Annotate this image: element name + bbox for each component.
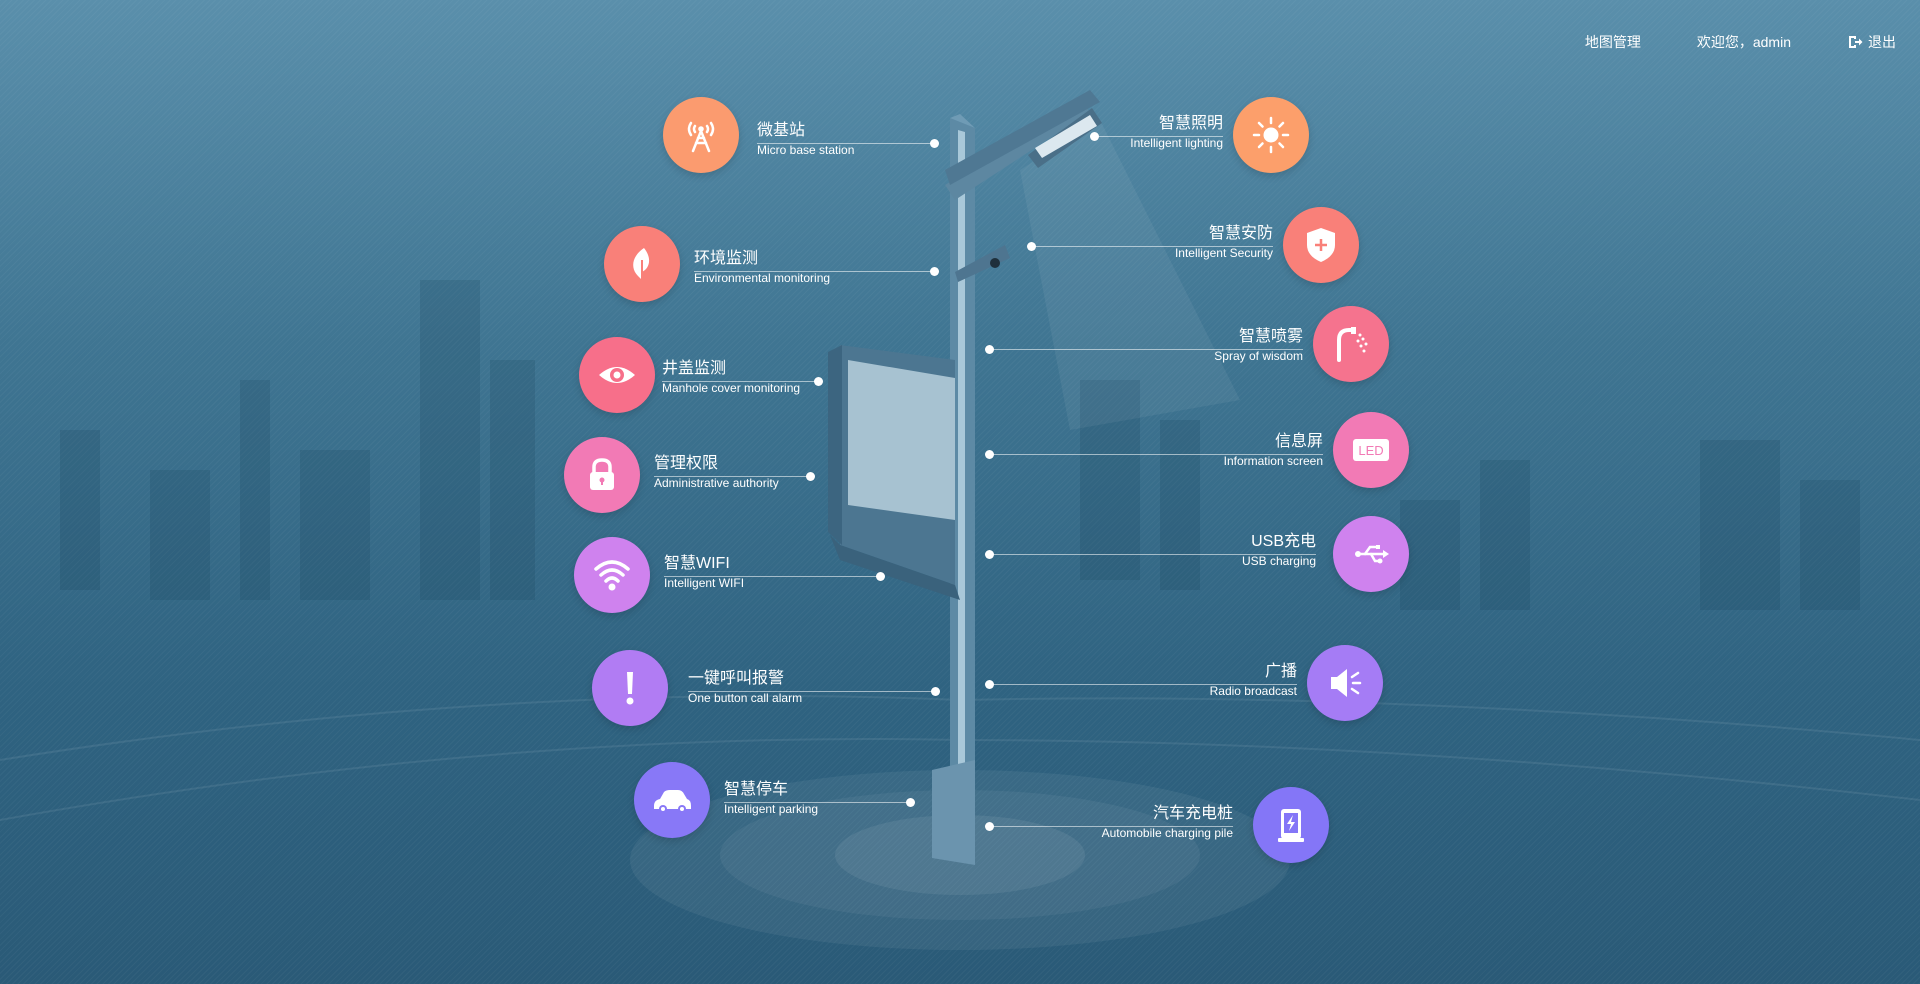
led-icon: LED (1333, 412, 1409, 488)
feature-subtitle: Administrative authority (654, 476, 779, 490)
logout-icon (1849, 36, 1863, 48)
car-icon (634, 762, 710, 838)
feature-subtitle: Intelligent WIFI (664, 576, 745, 590)
feature-title: 一键呼叫报警 (688, 670, 785, 687)
connector-dot (930, 267, 939, 276)
logout-button[interactable]: 退出 (1847, 32, 1896, 52)
connector-dot (931, 687, 940, 696)
charging-pile-icon (1253, 787, 1329, 863)
connector-line (991, 349, 1303, 350)
lock-icon (564, 437, 640, 513)
logout-label: 退出 (1868, 34, 1896, 50)
shower-icon (1313, 306, 1389, 382)
connector-line (1033, 246, 1273, 247)
feature-title: USB充电 (1251, 533, 1316, 550)
usb-icon (1333, 516, 1409, 592)
wifi-icon (574, 537, 650, 613)
feature-subtitle: Environmental monitoring (694, 271, 831, 285)
feature-title: 井盖监测 (662, 360, 727, 377)
connector-dot (1090, 132, 1099, 141)
feature-title: 管理权限 (654, 455, 719, 472)
svg-text:LED: LED (1358, 443, 1383, 458)
connector-line (664, 576, 881, 577)
feature-subtitle: Manhole cover monitoring (662, 381, 801, 395)
connector-line (991, 826, 1233, 827)
connector-dot (985, 345, 994, 354)
feature-title: 智慧照明 (1158, 115, 1223, 132)
connector-line (991, 554, 1316, 555)
feature-title: 智慧停车 (724, 781, 789, 798)
connector-dot (985, 822, 994, 831)
feature-subtitle: Radio broadcast (1209, 684, 1297, 698)
feature-subtitle: Intelligent lighting (1130, 136, 1223, 150)
connector-line (757, 143, 934, 144)
connector-line (694, 271, 934, 272)
connector-line (724, 802, 911, 803)
connector-dot (814, 377, 823, 386)
connector-dot (1027, 242, 1036, 251)
feature-title: 智慧安防 (1208, 225, 1273, 242)
feature-title: 智慧WIFI (664, 555, 730, 572)
feature-subtitle: Intelligent Security (1174, 246, 1273, 260)
connector-dot (985, 450, 994, 459)
connector-line (662, 381, 819, 382)
feature-subtitle: Automobile charging pile (1101, 826, 1233, 840)
map-management-link[interactable]: 地图管理 (1584, 34, 1641, 50)
feature-subtitle: Information screen (1223, 454, 1323, 468)
exclamation-icon (592, 650, 668, 726)
connector-line (991, 454, 1323, 455)
connector-dot (876, 572, 885, 581)
connector-dot (806, 472, 815, 481)
connector-line (991, 684, 1297, 685)
feature-subtitle: Intelligent parking (724, 802, 819, 816)
tower-icon (663, 97, 739, 173)
top-nav: 地图管理 欢迎您，admin 退出 (1585, 32, 1896, 52)
connector-dot (985, 680, 994, 689)
speaker-icon (1307, 645, 1383, 721)
feature-subtitle: Micro base station (757, 143, 855, 157)
feature-title: 信息屏 (1274, 433, 1323, 450)
connector-line (654, 476, 812, 477)
connector-dot (930, 139, 939, 148)
feature-title: 广播 (1264, 663, 1297, 680)
feature-title: 智慧喷雾 (1238, 328, 1303, 345)
leaf-icon (604, 226, 680, 302)
sun-icon (1233, 97, 1309, 173)
connector-dot (906, 798, 915, 807)
connector-dot (985, 550, 994, 559)
connector-line (688, 691, 936, 692)
eye-icon (579, 337, 655, 413)
feature-subtitle: USB charging (1241, 554, 1316, 568)
feature-title: 环境监测 (694, 250, 759, 267)
feature-title: 汽车充电桩 (1152, 805, 1233, 822)
feature-subtitle: Spray of wisdom (1214, 349, 1303, 363)
feature-title: 微基站 (757, 122, 806, 139)
welcome-text: 欢迎您，admin (1696, 34, 1791, 50)
shield-icon (1283, 207, 1359, 283)
feature-subtitle: One button call alarm (688, 691, 803, 705)
connector-line (1094, 136, 1223, 137)
